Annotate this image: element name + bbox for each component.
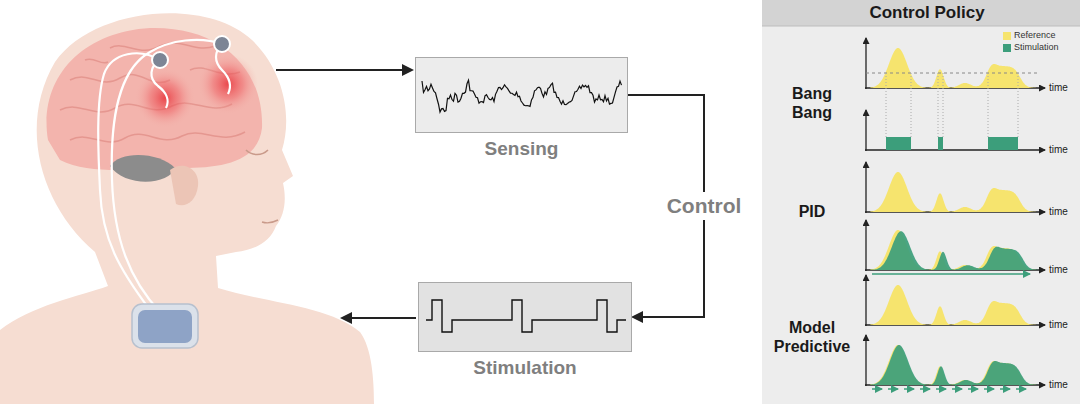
electrode bbox=[152, 52, 168, 68]
stimulation-curve bbox=[870, 345, 1039, 385]
stimulation-box: Stimulation bbox=[418, 282, 632, 352]
closed-eye bbox=[246, 150, 268, 155]
axis-label: time bbox=[1049, 144, 1068, 156]
implanted-generator-body bbox=[138, 310, 192, 343]
connector-label: Control bbox=[663, 192, 746, 220]
mouth bbox=[262, 220, 278, 223]
axis-label: time bbox=[1049, 264, 1068, 276]
y-axis bbox=[865, 275, 866, 326]
reference-curve bbox=[870, 172, 1039, 212]
horizon-step-arrow bbox=[936, 388, 946, 390]
stimulation-curve bbox=[870, 231, 1039, 270]
head-silhouette bbox=[0, 13, 374, 404]
stimulation-glow bbox=[135, 68, 195, 128]
horizon-step-arrow bbox=[984, 388, 994, 390]
y-axis bbox=[865, 38, 866, 89]
threshold-line bbox=[866, 73, 1040, 74]
horizon-step-arrow bbox=[872, 388, 882, 390]
guide-line bbox=[938, 73, 939, 137]
stimulation-pulse bbox=[886, 137, 911, 150]
legend-text: Reference bbox=[1014, 30, 1056, 41]
policy-name: PID bbox=[770, 202, 854, 221]
sensing-ground bbox=[415, 57, 628, 133]
reference-curve bbox=[870, 345, 1039, 385]
legend-swatch bbox=[1003, 32, 1011, 40]
guide-line bbox=[943, 73, 944, 137]
policy-name: Bang Bang bbox=[780, 84, 844, 122]
axis-label: time bbox=[1049, 319, 1068, 331]
y-axis bbox=[865, 335, 866, 386]
stimulation-glow bbox=[198, 54, 258, 114]
stimulation-arrow bbox=[342, 317, 416, 319]
y-axis bbox=[865, 162, 866, 213]
y-axis bbox=[865, 220, 866, 271]
horizon-step-arrow bbox=[952, 388, 962, 390]
horizon-step-arrow bbox=[920, 388, 930, 390]
horizon-step-arrow bbox=[968, 388, 978, 390]
panel-ground bbox=[762, 0, 1080, 404]
ear bbox=[170, 166, 198, 206]
reference-curve bbox=[870, 48, 1039, 88]
horizon-step-arrow bbox=[1016, 388, 1026, 390]
horizon-step-arrow bbox=[1000, 388, 1010, 390]
sensing-box: Sensing bbox=[415, 57, 628, 133]
stimulation-ground bbox=[418, 282, 632, 352]
axis-label: time bbox=[1049, 206, 1068, 218]
panel-title: Control Policy bbox=[762, 0, 1080, 26]
reference-curve bbox=[870, 230, 1039, 270]
guide-line bbox=[1018, 73, 1019, 137]
electrode bbox=[214, 36, 230, 52]
policy-charts bbox=[865, 38, 1045, 389]
implanted-generator bbox=[132, 304, 198, 348]
legend-entry: Reference bbox=[1003, 30, 1056, 41]
guide-line bbox=[886, 73, 887, 137]
axis-label: time bbox=[1049, 379, 1068, 391]
box-caption: Stimulation bbox=[473, 357, 576, 379]
horizon-step-arrow bbox=[904, 388, 914, 390]
guide-line bbox=[988, 73, 989, 137]
eeg-waveform bbox=[422, 80, 622, 112]
stimulation-pulse bbox=[988, 137, 1018, 150]
box-caption: Sensing bbox=[485, 138, 559, 160]
policy-name: Model Predictive bbox=[767, 318, 857, 356]
pulse-train bbox=[426, 300, 626, 332]
legend-swatch bbox=[1003, 44, 1011, 52]
y-axis bbox=[865, 110, 866, 151]
reference-curve bbox=[870, 285, 1039, 325]
lead-wire bbox=[98, 40, 230, 312]
panel-divider bbox=[762, 26, 1080, 27]
axis-label: time bbox=[1049, 82, 1068, 94]
horizon-step-arrow bbox=[888, 388, 898, 390]
continuous-update-arrow bbox=[872, 273, 1030, 275]
sensing-arrow bbox=[276, 69, 412, 71]
cerebellum bbox=[110, 155, 175, 182]
stimulation-pulse bbox=[938, 137, 943, 150]
legend-text: Stimulation bbox=[1014, 42, 1059, 53]
legend-entry: Stimulation bbox=[1003, 42, 1059, 53]
guide-line bbox=[911, 73, 912, 137]
